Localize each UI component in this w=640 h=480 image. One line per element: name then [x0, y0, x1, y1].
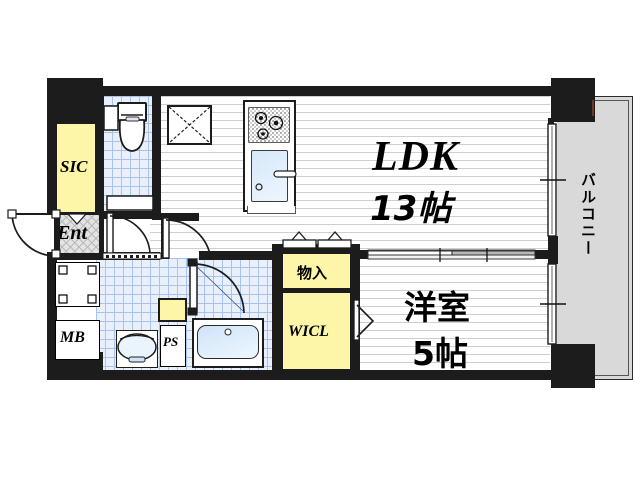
exterior-wall-bottom-right [272, 370, 567, 380]
wicl-closet [281, 291, 352, 371]
bedroom-label: 洋室 [404, 288, 470, 327]
interior-wall-toilet-bottom [103, 211, 161, 219]
interior-wall-bedroom-top-left [352, 250, 368, 259]
ps-box [160, 325, 186, 367]
storage-closet [281, 252, 352, 290]
storage-label: 物入 [297, 264, 328, 282]
balcony-label: バルコニー [579, 172, 597, 257]
corner-pillar-top-right [551, 78, 595, 122]
interior-wall-wicl-right [351, 252, 360, 372]
entrance-label: Ent [57, 222, 88, 244]
ps-upper-yellow-box [158, 298, 187, 322]
kitchen-sink [251, 150, 288, 202]
corner-pillar-bottom-right [551, 344, 595, 388]
corner-pillar-top-left [47, 78, 103, 122]
interior-wall-storage-top [272, 244, 360, 252]
interior-wall-wicl-left [272, 252, 281, 372]
bathtub [197, 325, 259, 359]
exterior-wall-right-upper [548, 118, 554, 124]
exterior-wall-top [96, 86, 558, 96]
exterior-wall-left-lower [47, 252, 57, 380]
kitchen-counter-front-edge [247, 206, 296, 214]
interior-wall-hall-bottom [199, 251, 273, 260]
sic-closet [55, 122, 97, 214]
entrance-tatami [58, 214, 100, 254]
ldk-size-label: 13帖 [370, 189, 452, 229]
interior-wall-toilet-right [152, 96, 161, 220]
storage-above-mb [55, 262, 100, 307]
bedroom-size-label: 5帖 [412, 334, 468, 373]
mb-box [55, 320, 100, 360]
ldk-floor [150, 96, 550, 250]
ps-label: PS [163, 334, 179, 349]
sic-label: SIC [60, 157, 88, 176]
exterior-wall-left-upper [47, 118, 57, 214]
exterior-wall-bottom-left [96, 370, 280, 380]
interior-wall-sic-right [95, 96, 104, 214]
interior-wall-hall-ldk [161, 219, 169, 259]
wicl-label: WICL [288, 323, 329, 340]
interior-wall-entrance-right [96, 214, 104, 258]
interior-wall-bedroom-top-right [535, 250, 557, 259]
vanity-unit [116, 330, 158, 368]
toilet-tank [117, 102, 147, 122]
interior-wall-ldk-stub [161, 213, 199, 221]
interior-wall-storage-wicl [281, 287, 352, 293]
ldk-label: LDK [372, 134, 459, 180]
mb-label: MB [60, 329, 85, 346]
bedroom-floor [360, 258, 550, 370]
balcony-area [555, 96, 633, 380]
washing-machine-space [167, 105, 212, 145]
